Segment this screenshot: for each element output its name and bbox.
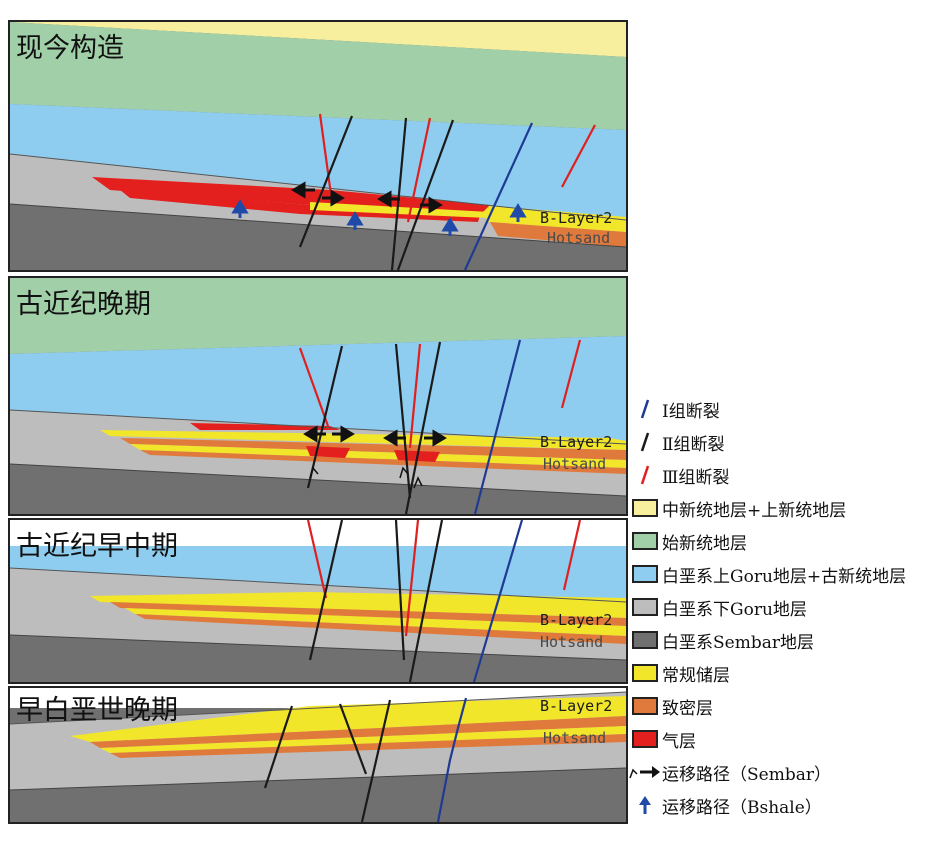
legend-item-gas-layer: 气层 xyxy=(628,726,696,752)
cross-section-present xyxy=(10,22,626,270)
cross-section-late-early-cretaceous xyxy=(10,688,626,822)
panel-title: 古近纪晚期 xyxy=(16,289,151,320)
cross-section-early-middle-paleogene xyxy=(10,520,626,682)
legend-item-conventional-reservoir: 常规储层 xyxy=(628,660,730,686)
hotsand-label: Hotsand xyxy=(547,229,611,247)
blue-up-arrow-icon xyxy=(628,793,662,817)
swatch-sembar xyxy=(632,631,658,649)
legend-item-miocene-pliocene: 中新统地层+上新统地层 xyxy=(628,495,846,521)
panel-title: 早白垩世晚期 xyxy=(16,695,178,726)
legend-item-fault-group-1: Ⅰ组断裂 xyxy=(628,396,720,422)
b-layer2-label: B-Layer2 xyxy=(540,433,613,451)
legend-item-tight-layer: 致密层 xyxy=(628,693,713,719)
hotsand-label: Hotsand xyxy=(543,729,607,747)
panel-early-middle-paleogene: 古近纪早中期 B-Layer2 Hotsand xyxy=(8,518,628,684)
b-layer2-label: B-Layer2 xyxy=(540,611,613,629)
panel-title: 古近纪早中期 xyxy=(16,531,178,562)
legend-item-sembar: 白垩系Sembar地层 xyxy=(628,627,814,653)
black-arrow-icon xyxy=(628,760,662,784)
legend-item-fault-group-2: Ⅱ组断裂 xyxy=(628,429,725,455)
b-layer2-label: B-Layer2 xyxy=(540,209,613,227)
swatch-miocene-pliocene xyxy=(632,499,658,517)
b-layer2-label: B-Layer2 xyxy=(540,697,613,715)
hotsand-label: Hotsand xyxy=(543,455,607,473)
panel-title: 现今构造 xyxy=(16,33,124,64)
legend-item-eocene: 始新统地层 xyxy=(628,528,747,554)
swatch-lower-goru xyxy=(632,598,658,616)
swatch-upper-goru-paleocene xyxy=(632,565,658,583)
swatch-gas-layer xyxy=(632,730,658,748)
hotsand-label: Hotsand xyxy=(540,633,604,651)
legend-item-migration-sembar: 运移路径（Sembar） xyxy=(628,759,831,785)
red-fault-line-icon xyxy=(628,463,662,487)
panel-late-early-cretaceous: 早白垩世晚期 B-Layer2 Hotsand xyxy=(8,686,628,824)
legend-item-upper-goru-paleocene: 白垩系上Goru地层+古新统地层 xyxy=(628,561,906,587)
legend-item-migration-bshale: 运移路径（Bshale） xyxy=(628,792,822,818)
blue-fault-line-icon xyxy=(628,397,662,421)
cross-section-late-paleogene xyxy=(10,278,626,514)
panel-late-paleogene: 古近纪晚期 B-Layer2 Hotsand xyxy=(8,276,628,516)
swatch-tight-layer xyxy=(632,697,658,715)
swatch-conventional-reservoir xyxy=(632,664,658,682)
legend-item-fault-group-3: Ⅲ组断裂 xyxy=(628,462,729,488)
swatch-eocene xyxy=(632,532,658,550)
black-fault-line-icon xyxy=(628,430,662,454)
panel-present-structure: 现今构造 B-Layer2 Hotsand xyxy=(8,20,628,272)
legend-item-lower-goru: 白垩系下Goru地层 xyxy=(628,594,807,620)
